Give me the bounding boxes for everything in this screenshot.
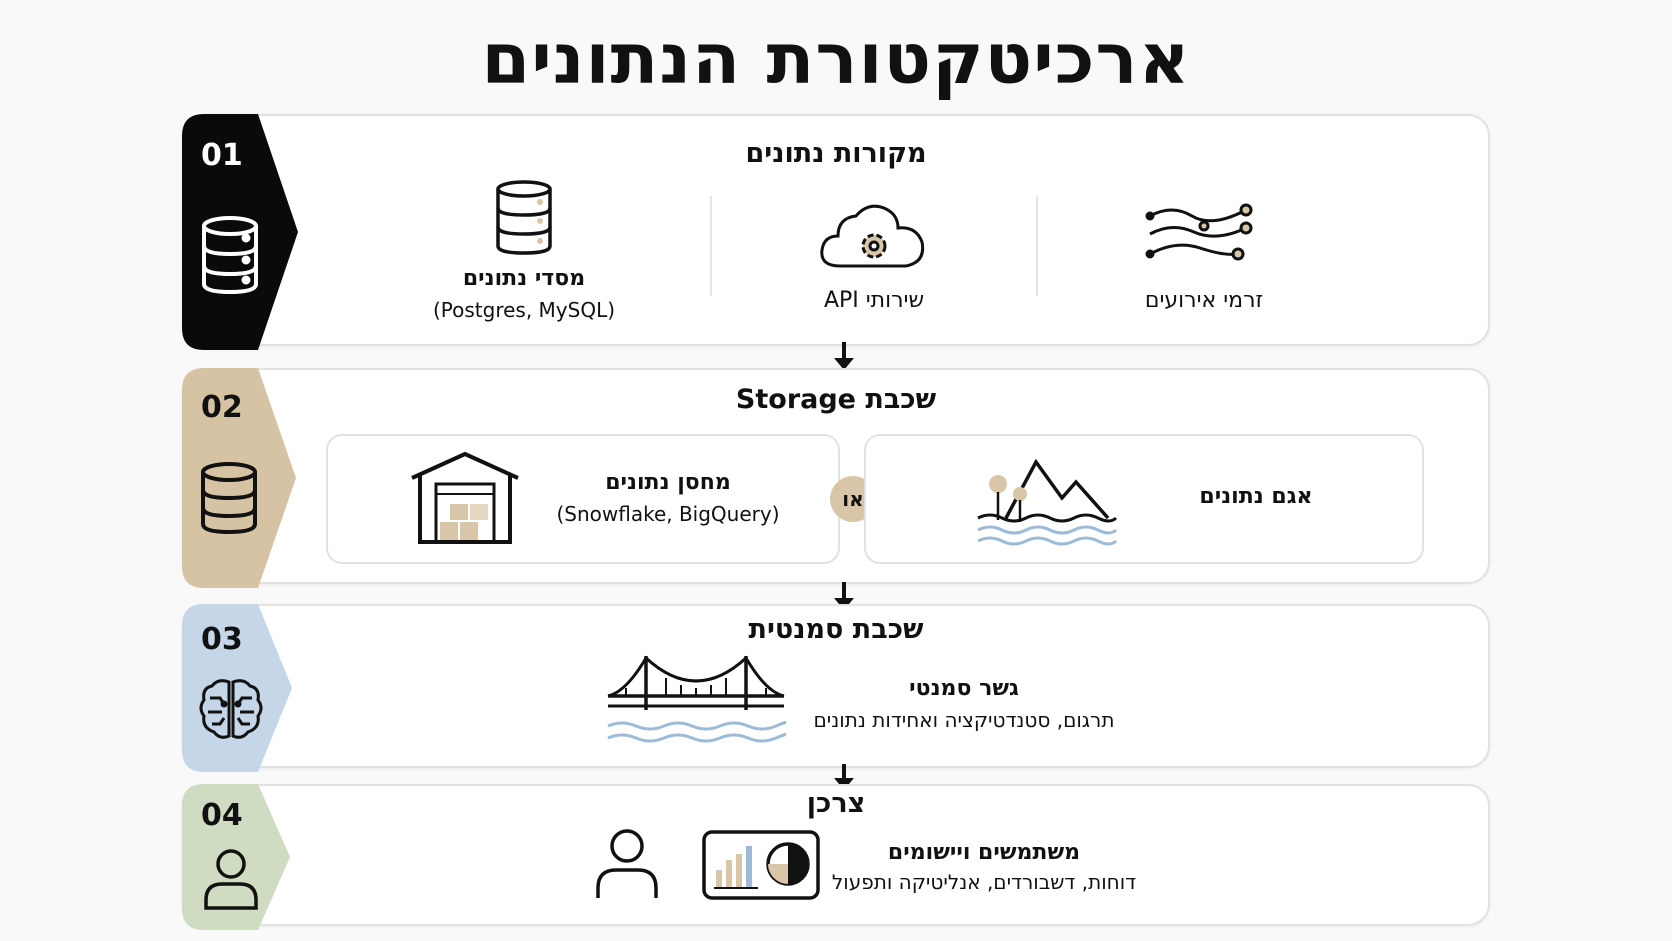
item-sub: (Postgres, MySQL) bbox=[432, 298, 616, 322]
lake-label: אגם נתונים bbox=[1199, 484, 1313, 509]
database-cylinder-icon bbox=[198, 462, 260, 538]
warehouse-card: מחסן נתונים (Snowflake, BigQuery) bbox=[326, 434, 840, 564]
warehouse-icon bbox=[408, 450, 522, 550]
consumer-sub: דוחות, דשבורדים, אנליטיקה ותפעול bbox=[831, 870, 1137, 894]
layer-badge-04 bbox=[182, 784, 290, 930]
layer-title: צרכן bbox=[806, 788, 866, 819]
layer-title: שכבת Storage bbox=[735, 384, 937, 415]
layer-title: מקורות נתונים bbox=[745, 138, 927, 169]
lake-mountains-icon bbox=[976, 454, 1118, 550]
layer-row-consumer: 04 צרכן משתמשים ויישומים דוחות, דשבורדים… bbox=[182, 784, 1490, 930]
item-label: שירותי API bbox=[823, 288, 925, 313]
lake-card: אגם נתונים bbox=[864, 434, 1424, 564]
divider bbox=[1036, 196, 1038, 296]
database-icon bbox=[198, 216, 262, 298]
item-label: מסדי נתונים bbox=[462, 266, 586, 291]
brain-circuit-icon bbox=[198, 676, 264, 746]
divider bbox=[710, 196, 712, 296]
semantic-bridge-sub: תרגום, סטנדטיקציה ואחידות נתונים bbox=[813, 708, 1115, 732]
user-icon bbox=[202, 848, 260, 914]
warehouse-sub: (Snowflake, BigQuery) bbox=[556, 502, 780, 526]
consumer-label: משתמשים ויישומים bbox=[887, 840, 1081, 865]
layer-row-semantic: 03 שכבת סמנטית גשר סמנטי תרג bbox=[182, 604, 1490, 772]
bridge-icon bbox=[606, 652, 789, 748]
dashboard-icon bbox=[702, 830, 820, 904]
layer-row-storage: 02 שכבת Storage מחסן נתונים (Snowflake, … bbox=[182, 368, 1490, 588]
semantic-bridge-label: גשר סמנטי bbox=[909, 676, 1019, 701]
layer-number: 01 bbox=[201, 138, 243, 173]
layer-number: 02 bbox=[201, 390, 243, 425]
item-label: זרמי אירועים bbox=[1144, 288, 1264, 313]
page-title: ארכיטקטורת הנתונים bbox=[481, 18, 1191, 100]
layer-title: שכבת סמנטית bbox=[748, 614, 924, 645]
warehouse-label: מחסן נתונים bbox=[605, 470, 731, 495]
event-stream-icon bbox=[1142, 200, 1254, 266]
layer-number: 04 bbox=[201, 798, 243, 833]
layer-number: 03 bbox=[201, 622, 243, 657]
flow-arrow bbox=[834, 342, 854, 370]
user-outline-icon bbox=[594, 828, 660, 904]
database-server-icon bbox=[494, 180, 554, 260]
layer-row-data-sources: 01 מקורות נתונים מסדי נתונים (Postgres, … bbox=[182, 114, 1490, 350]
cloud-gear-icon bbox=[818, 200, 928, 274]
